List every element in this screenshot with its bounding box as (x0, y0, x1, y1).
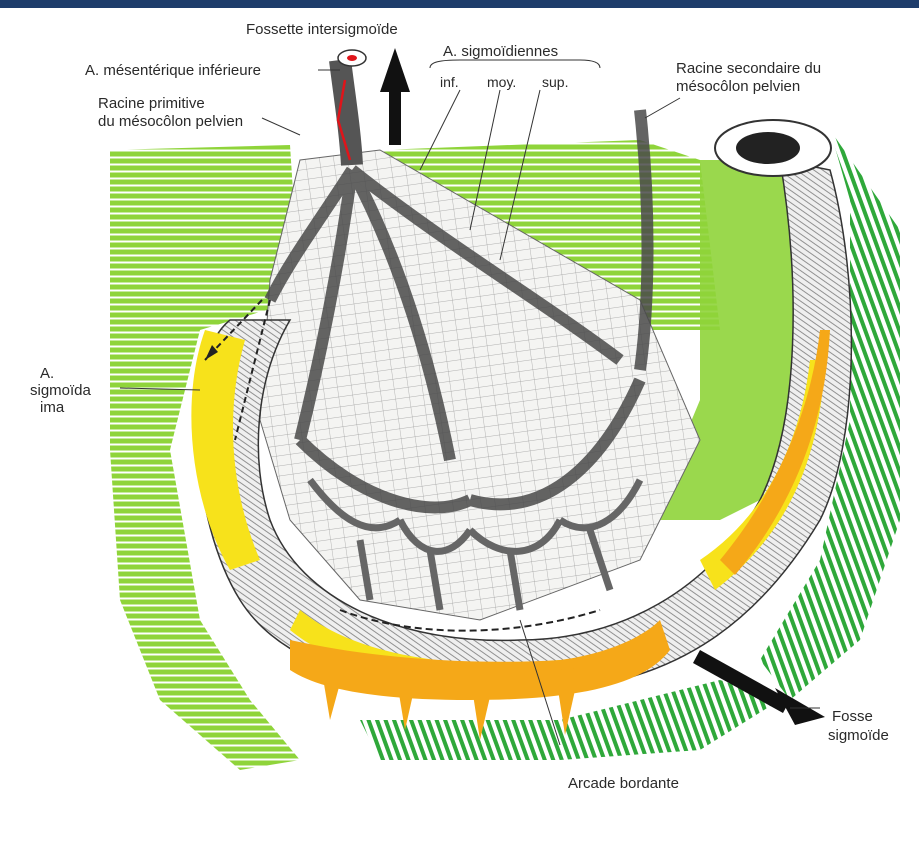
label-sigmoidiennes: A. sigmoïdiennes (443, 43, 558, 60)
appendix-1 (320, 660, 345, 720)
fossette-arrow (380, 48, 410, 145)
label-fosse-line2: sigmoïde (828, 727, 889, 744)
label-sup: sup. (542, 74, 568, 91)
anatomical-illustration (0, 8, 919, 853)
label-fossette-intersigmoide: Fossette intersigmoïde (246, 21, 398, 38)
label-mesenterique-inferieure: A. mésentérique inférieure (85, 62, 261, 79)
label-sigmoida-line3: ima (40, 399, 64, 416)
header-bar (0, 0, 919, 8)
label-racine-secondaire-line1: Racine secondaire du (676, 60, 821, 77)
label-inf: inf. (440, 74, 459, 91)
label-racine-secondaire-line2: mésocôlon pelvien (676, 78, 800, 95)
label-fosse-line1: Fosse (832, 708, 873, 725)
label-moy: moy. (487, 74, 516, 91)
label-sigmoida-line1: A. (40, 365, 54, 382)
label-racine-primitive-line2: du mésocôlon pelvien (98, 113, 243, 130)
label-arcade-bordante: Arcade bordante (568, 775, 679, 792)
label-sigmoida-line2: sigmoïda (30, 382, 91, 399)
label-racine-primitive-line1: Racine primitive (98, 95, 205, 112)
colon-lumen-content (736, 132, 800, 164)
